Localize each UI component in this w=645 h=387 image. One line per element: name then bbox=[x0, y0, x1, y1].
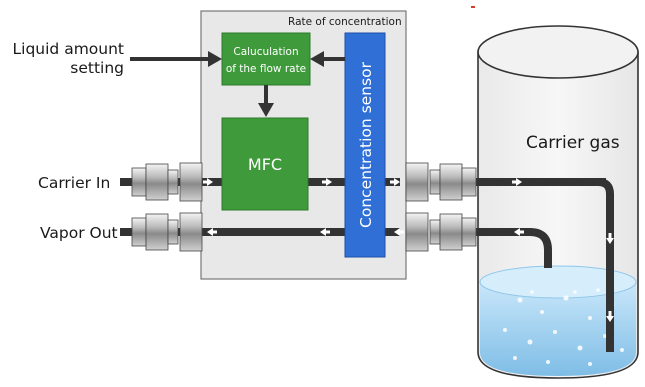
flow-arrow bbox=[606, 316, 614, 322]
red-accent-mark bbox=[471, 6, 475, 8]
calculation-label-line1: Caluculation bbox=[233, 46, 298, 58]
flow-arrow bbox=[516, 178, 522, 186]
arrow-calc-to-mfc bbox=[258, 85, 274, 117]
liquid-amount-label-line2: setting bbox=[70, 59, 124, 77]
carrier-gas-label: Carrier gas bbox=[526, 133, 620, 153]
calculation-label-line2: of the flow rate bbox=[226, 63, 306, 75]
flow-arrow bbox=[394, 178, 400, 186]
fitting-vapor-out-left bbox=[131, 212, 203, 252]
fitting-carrier-in-right bbox=[405, 162, 477, 202]
concentration-sensor bbox=[344, 32, 386, 258]
rate-of-concentration-label: Rate of concentration bbox=[288, 16, 402, 28]
liquid-amount-label-line1: Liquid amount bbox=[13, 40, 124, 58]
fitting-vapor-out-right bbox=[405, 212, 477, 252]
vapor-out-label: Vapor Out bbox=[40, 224, 118, 242]
carrier-gas-vessel bbox=[477, 25, 639, 379]
fitting-carrier-in-left bbox=[131, 162, 203, 202]
flow-arrow bbox=[394, 228, 400, 236]
liquid-body bbox=[480, 282, 636, 376]
mfc-label: MFC bbox=[248, 155, 282, 174]
flow-arrow bbox=[207, 178, 213, 186]
flow-arrow bbox=[326, 178, 332, 186]
flow-arrow bbox=[606, 238, 614, 244]
vessel-rim bbox=[477, 25, 639, 79]
arrow-liquid-to-calc bbox=[130, 51, 222, 67]
concentration-sensor-label: Concentration sensor bbox=[357, 61, 375, 228]
arrow-sensor-to-calc bbox=[310, 51, 345, 67]
calculation-box bbox=[221, 32, 311, 86]
flow-arrow bbox=[207, 228, 213, 236]
carrier-in-label: Carrier In bbox=[38, 174, 110, 192]
flow-arrow bbox=[320, 228, 326, 236]
flow-arrows bbox=[203, 178, 614, 322]
mfc-box bbox=[221, 117, 309, 211]
flow-arrow bbox=[514, 228, 520, 236]
